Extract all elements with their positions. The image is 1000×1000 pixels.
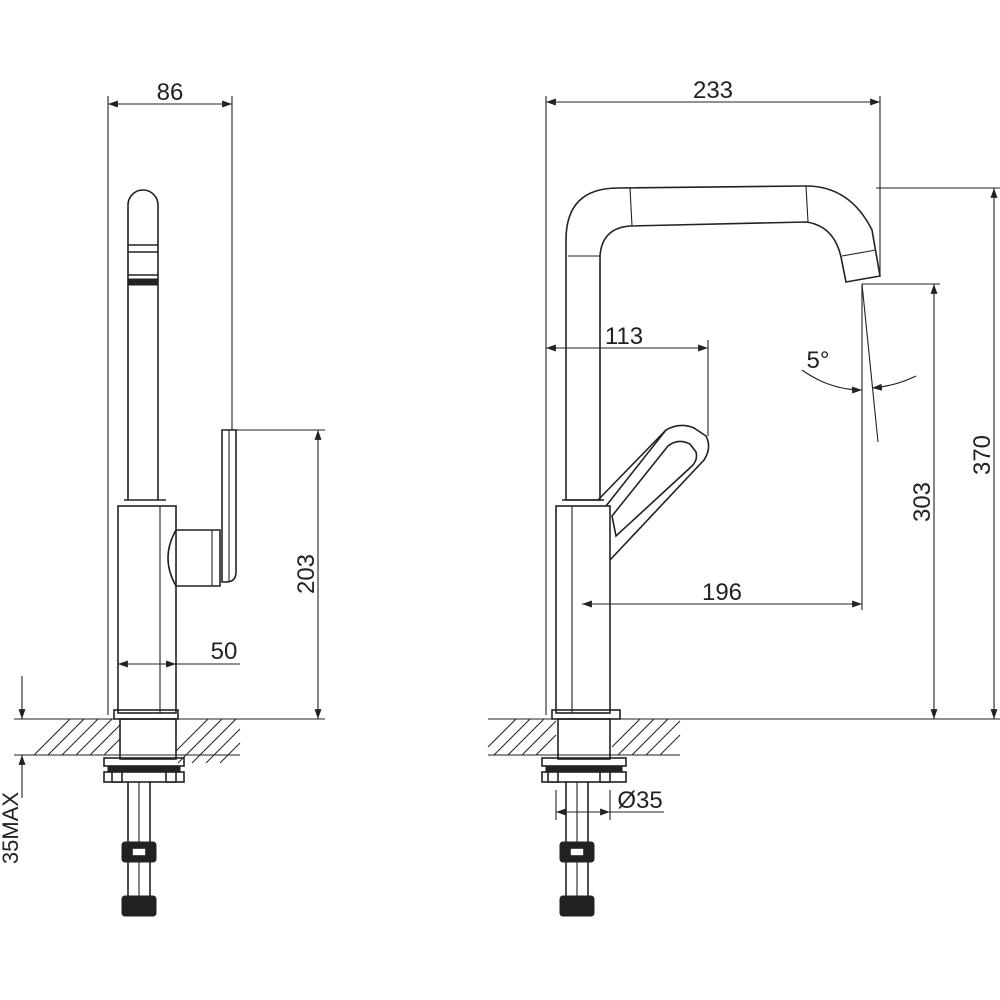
dim-233: 233 (545, 77, 881, 715)
dim-196: 196 (582, 284, 863, 610)
front-view: 233 370 303 113 196 (487, 77, 1000, 917)
dim-label-86: 86 (157, 79, 184, 106)
side-view: 86 203 50 35MAX (0, 79, 325, 917)
dim-203: 203 (178, 429, 325, 720)
dim-label-35max: 35MAX (0, 792, 23, 864)
dim-label-203: 203 (293, 554, 320, 594)
dim-label-196: 196 (702, 579, 742, 606)
side-body (113, 429, 237, 720)
front-body (551, 424, 710, 720)
dim-shank-35: Ø35 (555, 787, 664, 820)
side-fittings (103, 718, 185, 917)
dim-35max: 35MAX (0, 676, 50, 864)
dim-label-303: 303 (909, 482, 936, 522)
dim-label-233: 233 (693, 77, 733, 104)
front-spout (562, 185, 881, 501)
dim-label-370: 370 (969, 435, 996, 475)
dim-angle-5: 5° (801, 283, 917, 443)
front-countertop (487, 718, 681, 756)
dim-370: 370 (626, 187, 1000, 720)
dim-label-50: 50 (211, 638, 238, 665)
dim-303: 303 (862, 283, 940, 719)
dim-label-5deg: 5° (807, 347, 830, 374)
front-fittings (541, 718, 627, 917)
dim-50: 50 (118, 638, 240, 668)
dim-label-113: 113 (605, 323, 643, 350)
dim-86: 86 (107, 79, 233, 715)
dim-label-d35: Ø35 (617, 787, 662, 814)
dim-113: 113 (546, 323, 709, 436)
side-spout (124, 189, 166, 501)
side-countertop (30, 718, 241, 764)
